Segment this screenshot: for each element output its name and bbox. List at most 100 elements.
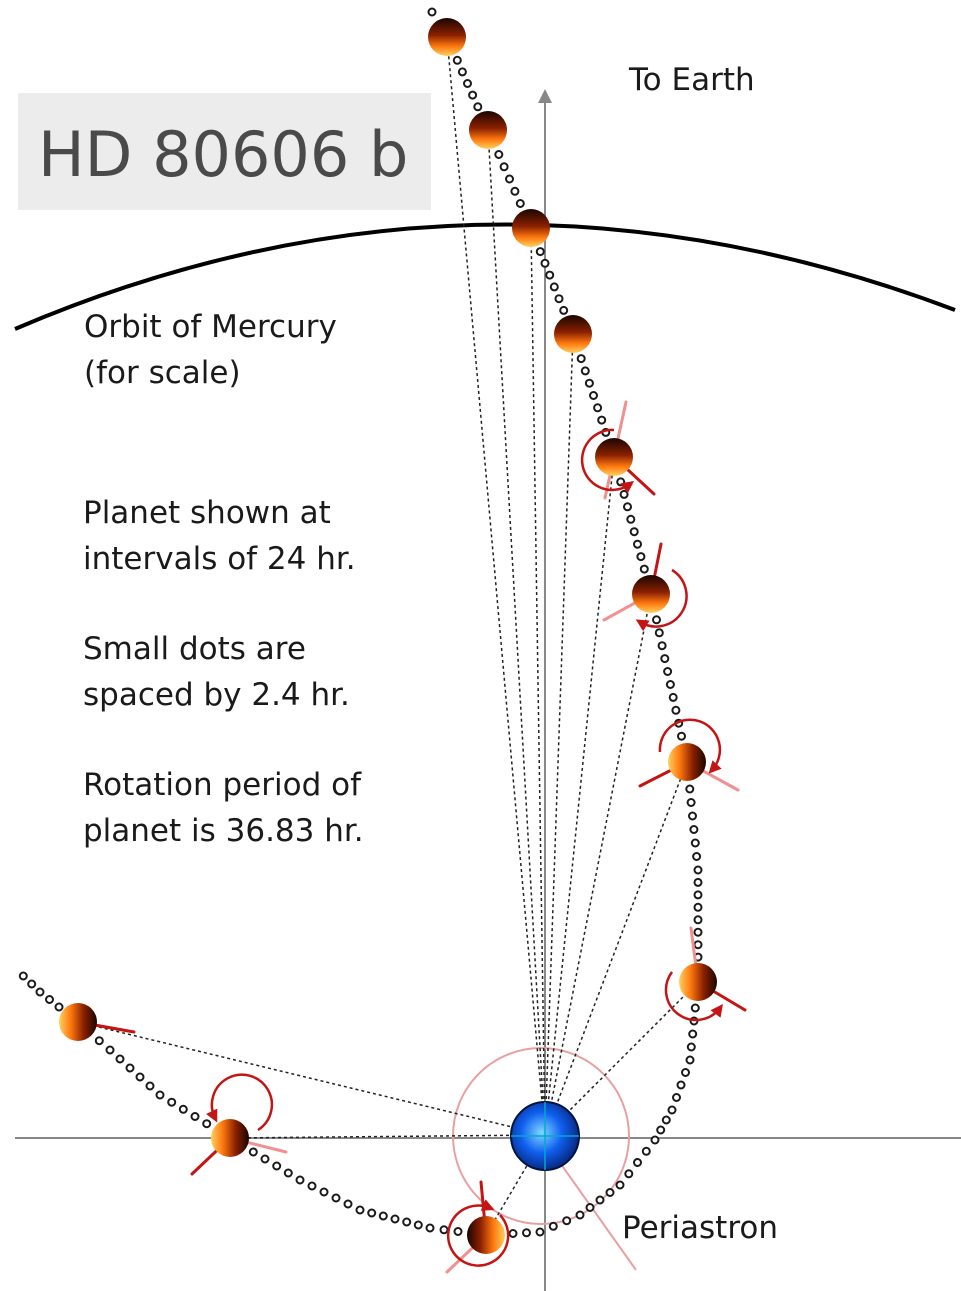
orbit-dot <box>589 391 598 400</box>
orbit-dot <box>623 502 632 512</box>
orbit-dot <box>367 1208 377 1218</box>
orbit-dot <box>155 1090 165 1100</box>
orbit-dot <box>681 1068 690 1077</box>
orbit-dot <box>688 1029 698 1039</box>
orbit-dot <box>494 150 504 159</box>
orbit-dot <box>452 55 462 65</box>
orbit-dot <box>562 1216 572 1226</box>
orbit-dot <box>576 354 586 364</box>
label-line: spaced by 2.4 hr. <box>83 677 350 713</box>
orbit-dot <box>508 1229 518 1238</box>
orbit-dot <box>616 477 626 487</box>
planet-icon <box>512 209 550 247</box>
orbit-dot <box>656 1125 666 1135</box>
orbit-dots <box>18 7 703 1240</box>
sight-lines <box>77 36 699 1236</box>
orbit-dot <box>692 852 702 861</box>
label-line: (for scale) <box>84 355 241 391</box>
rotation-note: Rotation period of planet is 36.83 hr. <box>83 762 364 854</box>
orbit-dot <box>685 784 695 794</box>
orbit-dot <box>145 1081 155 1091</box>
orbit-dot <box>671 705 681 715</box>
orbit-dot <box>585 1203 595 1212</box>
label-line: Planet shown at <box>83 495 331 531</box>
orbit-dot <box>559 305 569 315</box>
orbit-dot <box>693 940 703 950</box>
planet-icon <box>428 18 466 56</box>
orbit-dot <box>505 174 514 184</box>
orbit-dot <box>425 1223 435 1233</box>
orbit-dot <box>693 865 703 875</box>
interval-note: Planet shown at intervals of 24 hr. <box>83 490 356 582</box>
planet-icon <box>679 963 717 1001</box>
label-line: Small dots are <box>83 631 306 667</box>
orbit-dot <box>663 667 673 676</box>
orbit-dot <box>686 1042 696 1052</box>
orbit-dot <box>125 1063 135 1073</box>
orbit-dot <box>202 1119 212 1129</box>
orbit-dot <box>652 615 661 625</box>
dots-note: Small dots are spaced by 2.4 hr. <box>83 626 350 718</box>
orbit-dot <box>575 1210 585 1220</box>
orbit-dot <box>672 1093 681 1102</box>
orbit-dot <box>295 1175 305 1185</box>
mercury-orbit-label: Orbit of Mercury (for scale) <box>84 304 337 396</box>
to-earth-label: To Earth <box>629 62 755 98</box>
orbit-dot <box>580 366 590 376</box>
orbit-dot <box>693 877 703 887</box>
planet-icon <box>211 1119 249 1157</box>
mercury-orbit <box>14 222 956 331</box>
orbit-dot <box>693 890 703 900</box>
orbit-dot <box>686 798 696 807</box>
orbit-dot <box>641 1146 651 1156</box>
title-box <box>18 93 431 210</box>
orbit-dot <box>272 1161 282 1171</box>
orbit-dot <box>540 258 550 268</box>
orbit-dot <box>605 1188 615 1197</box>
orbit-dot <box>27 979 37 989</box>
orbit-dot <box>593 403 603 413</box>
orbit-dot <box>660 654 670 664</box>
orbit-dot <box>378 1211 388 1221</box>
orbit-dot <box>307 1181 317 1191</box>
orbit-dot <box>535 1227 545 1237</box>
orbit-dot <box>688 811 697 821</box>
orbit-dot <box>690 1003 700 1013</box>
orbit-dot <box>619 489 629 499</box>
orbit-dot <box>473 102 483 112</box>
orbit-dot <box>661 1115 671 1125</box>
orbit-dot <box>639 564 649 574</box>
orbit-dot <box>439 1225 449 1235</box>
star-icon <box>510 1101 580 1171</box>
orbit-dot <box>693 927 703 937</box>
orbit-dot <box>548 1221 558 1231</box>
orbit-dot <box>45 995 54 1004</box>
orbit-dot <box>522 1228 531 1238</box>
orbit-dot <box>135 1072 145 1082</box>
orbit-dot <box>654 628 664 638</box>
orbit-dot <box>319 1187 329 1197</box>
orbit-dot <box>355 1205 365 1215</box>
orbit-dot <box>427 7 437 17</box>
orbit-dot <box>510 186 520 196</box>
orbit-dot <box>453 1227 463 1236</box>
orbit-dot <box>402 1217 412 1227</box>
orbit-dot <box>535 247 545 257</box>
orbit-dot <box>624 1169 634 1179</box>
orbit-dot <box>633 539 642 549</box>
planet-icon <box>595 438 633 476</box>
orbit-dot <box>18 971 28 981</box>
orbit-dot <box>677 731 686 741</box>
orbit-dot <box>693 915 703 925</box>
planet-icon <box>554 315 592 353</box>
rotation-arrow-icon <box>206 428 724 1267</box>
planet-icon <box>632 575 670 613</box>
orbit-dot <box>167 1097 177 1107</box>
planets <box>59 18 717 1254</box>
planet-icon <box>469 111 507 149</box>
orbit-dot <box>595 1195 605 1205</box>
orbit-dot <box>650 1135 660 1145</box>
orbit-dot <box>343 1199 353 1209</box>
planet-icon <box>668 743 706 781</box>
